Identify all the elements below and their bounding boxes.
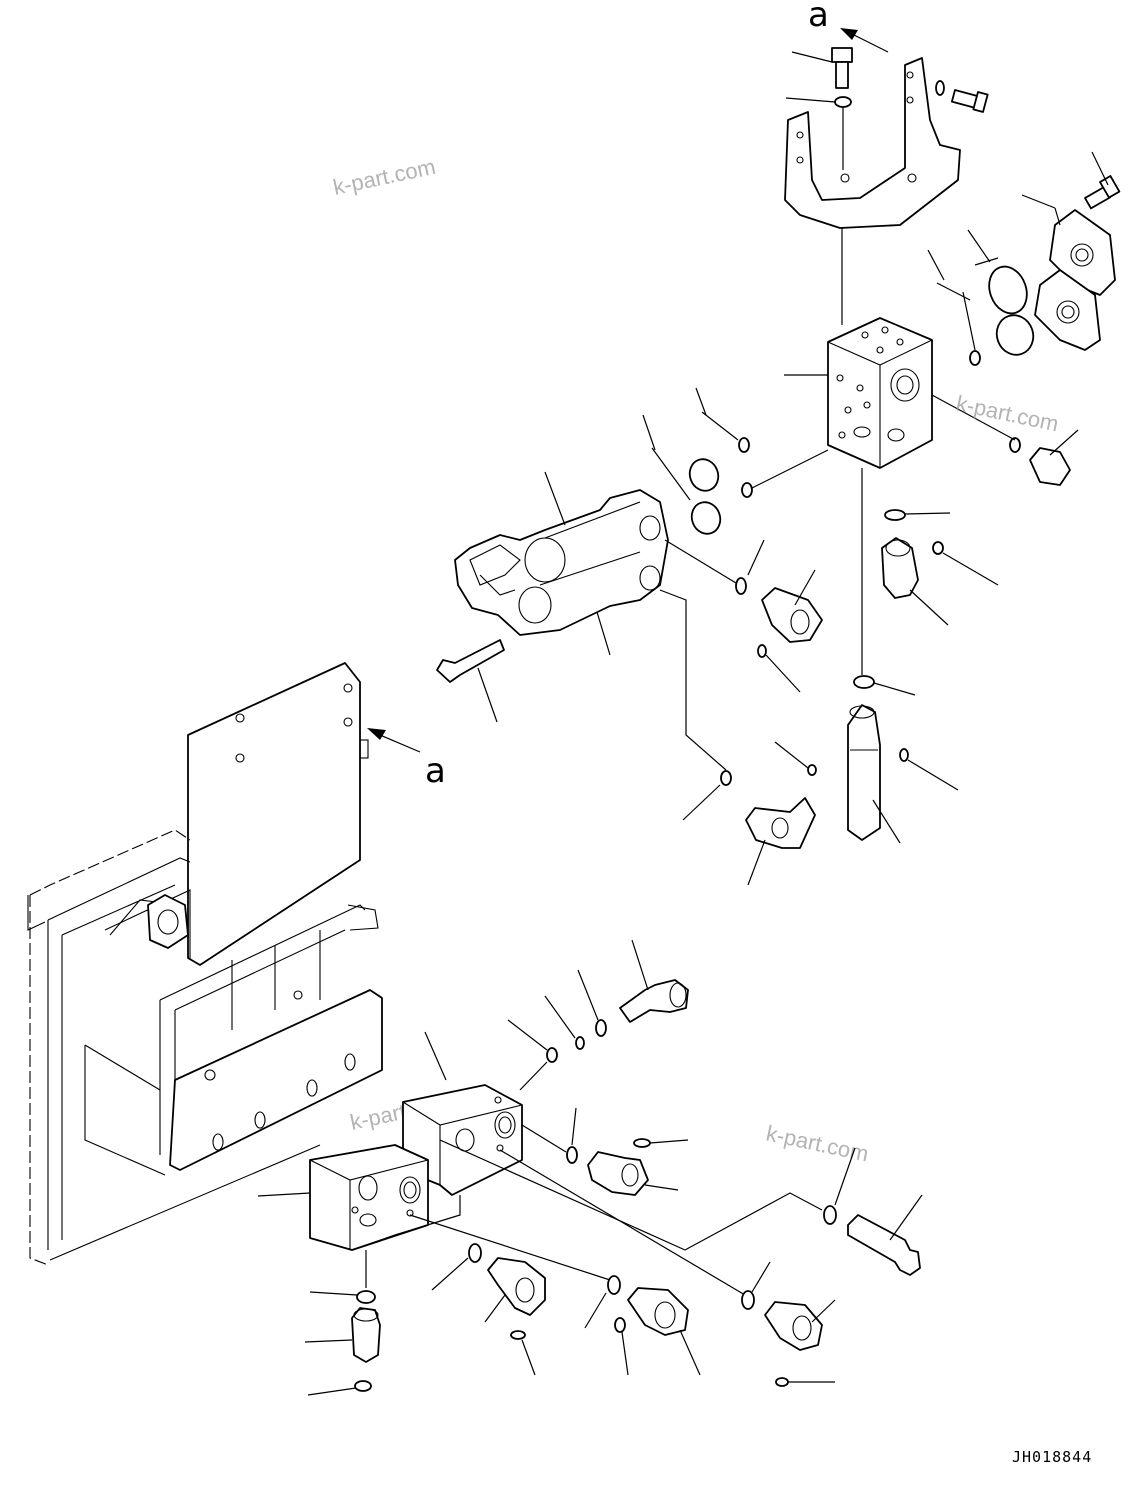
- upper-valve-block: [784, 228, 933, 469]
- o-ring-block-bottom: [861, 468, 951, 675]
- o-ring-sol-1: [664, 539, 765, 595]
- plug-right: [931, 394, 1079, 486]
- watermark: k-part.com: [954, 390, 1061, 436]
- elbow-fitting-2: [881, 537, 999, 626]
- o-ring-block-bottom-2: [853, 675, 916, 696]
- mounting-plate: [187, 662, 369, 966]
- o-ring-large-2: [995, 314, 1035, 356]
- watermark: k-part.com: [764, 1120, 871, 1166]
- clamp-on-frame: [147, 894, 189, 949]
- lower-fittings-right: [439, 1107, 923, 1276]
- bracket-side-bolt: [935, 80, 989, 113]
- lower-left-fittings: [304, 1250, 381, 1396]
- view-mark-upper-label: a: [808, 0, 829, 35]
- view-mark-lower: a: [367, 728, 446, 791]
- drawing-code: JH018844: [1012, 1448, 1092, 1466]
- watermark: k-part.com: [331, 154, 438, 200]
- o-ring-pair-upper-left: [642, 387, 829, 535]
- solenoid-valve: [454, 471, 669, 656]
- elbow-fitting-3: [659, 589, 817, 886]
- lower-block-rear: [402, 1031, 523, 1196]
- view-mark-upper: a: [808, 0, 889, 53]
- flange-bolt: [1084, 151, 1121, 210]
- lower-top-orings: [507, 969, 607, 1091]
- o-ring-large-1: [967, 229, 1028, 315]
- split-flange-2: [1034, 269, 1101, 351]
- bracket-washer: [785, 96, 852, 170]
- view-mark-lower-label: a: [425, 751, 446, 791]
- check-valve: [847, 704, 959, 844]
- elbow-fitting-1: [757, 569, 823, 693]
- frame: [27, 829, 383, 1266]
- o-ring-small-upper: [927, 249, 981, 366]
- bracket-bolt: [791, 47, 853, 89]
- plug-lower: [619, 939, 689, 1023]
- upper-bracket: [784, 57, 961, 229]
- lower-fittings-bottom: [409, 1149, 836, 1387]
- lower-block-front: [257, 1144, 461, 1251]
- solenoid-bolt: [436, 639, 505, 723]
